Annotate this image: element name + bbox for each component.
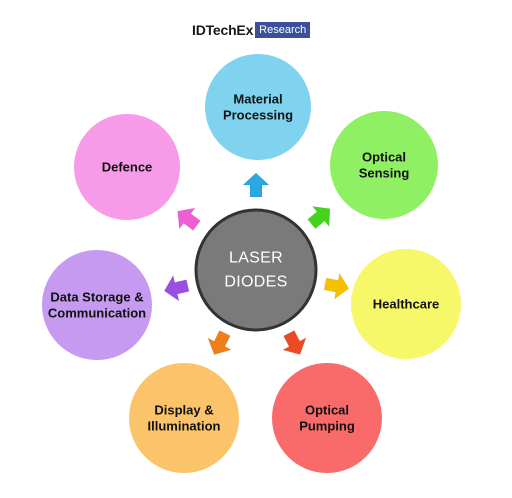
node-display-illumination-circle [129, 363, 239, 473]
node-healthcare-circle [351, 249, 461, 359]
center-node-circle [194, 208, 318, 332]
defence-arrow-shape [177, 207, 201, 231]
center-node: LASER DIODES [194, 208, 318, 332]
material-processing-arrow-shape [242, 172, 270, 198]
node-display-illumination-label-line-1: Display & [154, 403, 213, 418]
node-optical-sensing-label-line-1: Optical [362, 150, 406, 165]
node-healthcare-label-line-1: Healthcare [373, 297, 439, 312]
center-label-line-2: DIODES [224, 274, 287, 291]
optical-sensing-arrow [307, 205, 331, 230]
healthcare-arrow-shape [323, 272, 350, 300]
node-material-processing-label-line-2: Processing [223, 108, 293, 123]
node-optical-pumping-label-line-2: Pumping [299, 419, 355, 434]
optical-sensing-arrow-shape [307, 205, 331, 230]
node-display-illumination-label-line-2: Illumination [148, 419, 221, 434]
idtechex-logo: IDTechEx Research [192, 22, 311, 38]
node-data-storage-communication: Data Storage &Communication [42, 250, 152, 360]
healthcare-arrow [323, 272, 350, 300]
node-optical-pumping-circle [272, 363, 382, 473]
display-illumination-arrow-shape [207, 330, 233, 356]
node-data-storage-communication-circle [42, 250, 152, 360]
node-data-storage-communication-label-line-1: Data Storage & [50, 290, 143, 305]
node-optical-pumping-label-line-1: Optical [305, 403, 349, 418]
node-healthcare: Healthcare [351, 249, 461, 359]
node-optical-sensing-label-line-2: Sensing [359, 166, 410, 181]
node-material-processing-label-line-1: Material [233, 92, 282, 107]
logo-brand: IDTechEx [192, 22, 254, 38]
node-material-processing-circle [205, 54, 311, 160]
optical-pumping-arrow-shape [282, 330, 307, 355]
node-optical-sensing-circle [330, 111, 438, 219]
center-label-line-1: LASER [229, 250, 283, 267]
data-storage-communication-arrow-shape [163, 274, 190, 302]
node-display-illumination: Display &Illumination [129, 363, 239, 473]
optical-pumping-arrow [282, 330, 307, 355]
node-defence-circle [74, 114, 180, 220]
node-defence-label-line-1: Defence [102, 160, 153, 175]
material-processing-arrow [242, 172, 270, 198]
defence-arrow [177, 207, 201, 231]
display-illumination-arrow [207, 330, 233, 356]
logo-tag: Research [255, 22, 311, 38]
data-storage-communication-arrow [163, 274, 190, 302]
node-data-storage-communication-label-line-2: Communication [48, 306, 146, 321]
node-defence: Defence [74, 114, 180, 220]
